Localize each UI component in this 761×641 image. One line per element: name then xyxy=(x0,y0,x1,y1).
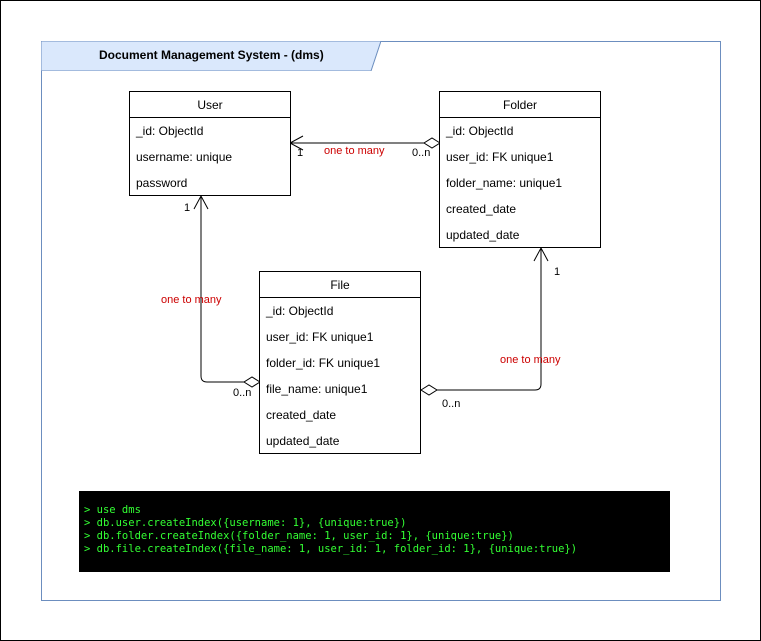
relation-label-file-user: one to many xyxy=(161,294,222,306)
relation-file-folder xyxy=(420,246,549,396)
arrow-head-icon xyxy=(193,194,209,210)
arrow-head-icon xyxy=(533,246,549,262)
entity-folder-field: folder_name: unique1 xyxy=(446,176,563,190)
entity-folder-field: user_id: FK unique1 xyxy=(446,150,554,164)
entity-folder: Folder _id: ObjectId user_id: FK unique1… xyxy=(439,91,601,248)
multiplicity-one-file-folder: 1 xyxy=(554,266,561,278)
entity-file-field: folder_id: FK unique1 xyxy=(266,356,381,370)
entity-user-field: _id: ObjectId xyxy=(136,124,204,138)
entity-folder-field: updated_date xyxy=(446,228,520,242)
entity-file-field: user_id: FK unique1 xyxy=(266,330,374,344)
entity-user-field: username: unique xyxy=(136,150,233,164)
console-line: > use dms xyxy=(84,504,141,516)
console-line: > db.file.createIndex({file_name: 1, use… xyxy=(84,543,578,555)
entity-user-field: password xyxy=(136,176,188,190)
relation-label-folder-user: one to many xyxy=(324,145,385,157)
aggregation-diamond-icon xyxy=(243,376,261,388)
console-line: > db.user.createIndex({username: 1}, {un… xyxy=(84,517,407,529)
entity-user-name: User xyxy=(130,92,290,118)
system-title-tab xyxy=(41,41,381,71)
multiplicity-many-file-user: 0..n xyxy=(233,387,252,399)
entity-folder-field: _id: ObjectId xyxy=(446,124,514,138)
entity-file-field: _id: ObjectId xyxy=(266,304,334,318)
system-frame xyxy=(41,41,721,601)
mongo-shell-console: > use dms > db.user.createIndex({usernam… xyxy=(79,491,670,572)
entity-file-field: updated_date xyxy=(266,434,340,448)
entity-file-name: File xyxy=(260,272,420,298)
multiplicity-one-folder-user: 1 xyxy=(297,147,304,159)
entity-folder-name: Folder xyxy=(440,92,600,118)
console-line: > db.folder.createIndex({folder_name: 1,… xyxy=(84,530,514,542)
entity-file-field: file_name: unique1 xyxy=(266,382,368,396)
system-title: Document Management System - (dms) xyxy=(99,48,324,62)
entity-file: File _id: ObjectId user_id: FK unique1 f… xyxy=(259,271,421,454)
relation-label-file-folder: one to many xyxy=(500,354,561,366)
relation-file-user xyxy=(193,194,261,388)
multiplicity-many-folder-user: 0..n xyxy=(412,147,431,159)
multiplicity-one-file-user: 1 xyxy=(184,202,191,214)
entity-file-field: created_date xyxy=(266,408,337,422)
aggregation-diamond-icon xyxy=(420,384,438,396)
aggregation-diamond-icon xyxy=(423,137,441,149)
multiplicity-many-file-folder: 0..n xyxy=(442,398,461,410)
entity-folder-field: created_date xyxy=(446,202,517,216)
entity-user: User _id: ObjectId username: unique pass… xyxy=(129,91,291,196)
